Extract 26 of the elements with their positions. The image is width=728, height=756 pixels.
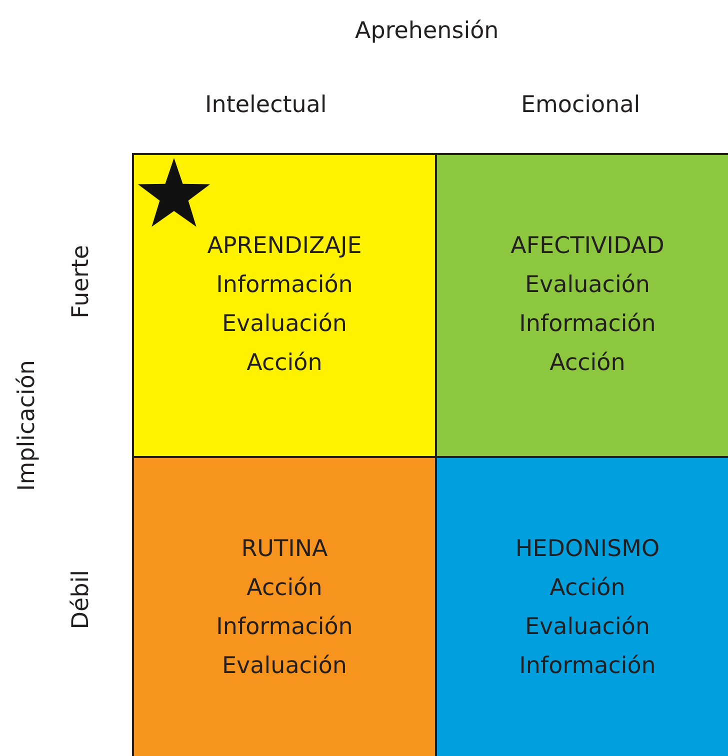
step-text: Evaluación [222, 652, 347, 681]
step-text: Evaluación [525, 271, 650, 300]
step-text: Información [216, 613, 353, 642]
axis-title: Aprehensión [355, 18, 499, 44]
quadrant-cell [132, 153, 437, 458]
quadrant-cell [132, 456, 437, 756]
quadrant-title: RUTINA [241, 535, 328, 564]
step-text: Acción [550, 574, 626, 603]
step-text: Acción [550, 349, 626, 378]
axis-title: Implicación [14, 360, 40, 491]
step-text: Información [519, 652, 656, 681]
row-header: Débil [68, 570, 94, 630]
row-header: Fuerte [68, 245, 94, 318]
column-header: Emocional [521, 92, 640, 118]
quadrant-title: APRENDIZAJE [207, 232, 362, 261]
step-text: Evaluación [525, 613, 650, 642]
quadrant-cell [435, 153, 728, 458]
step-text: Acción [246, 574, 322, 603]
quadrant-cell [435, 456, 728, 756]
step-text: Información [216, 271, 353, 300]
quadrant-title: AFECTIVIDAD [510, 232, 664, 261]
quadrant-title: HEDONISMO [515, 535, 660, 564]
step-text: Información [519, 310, 656, 339]
step-text: Acción [246, 349, 322, 378]
column-header: Intelectual [205, 92, 327, 118]
step-text: Evaluación [222, 310, 347, 339]
